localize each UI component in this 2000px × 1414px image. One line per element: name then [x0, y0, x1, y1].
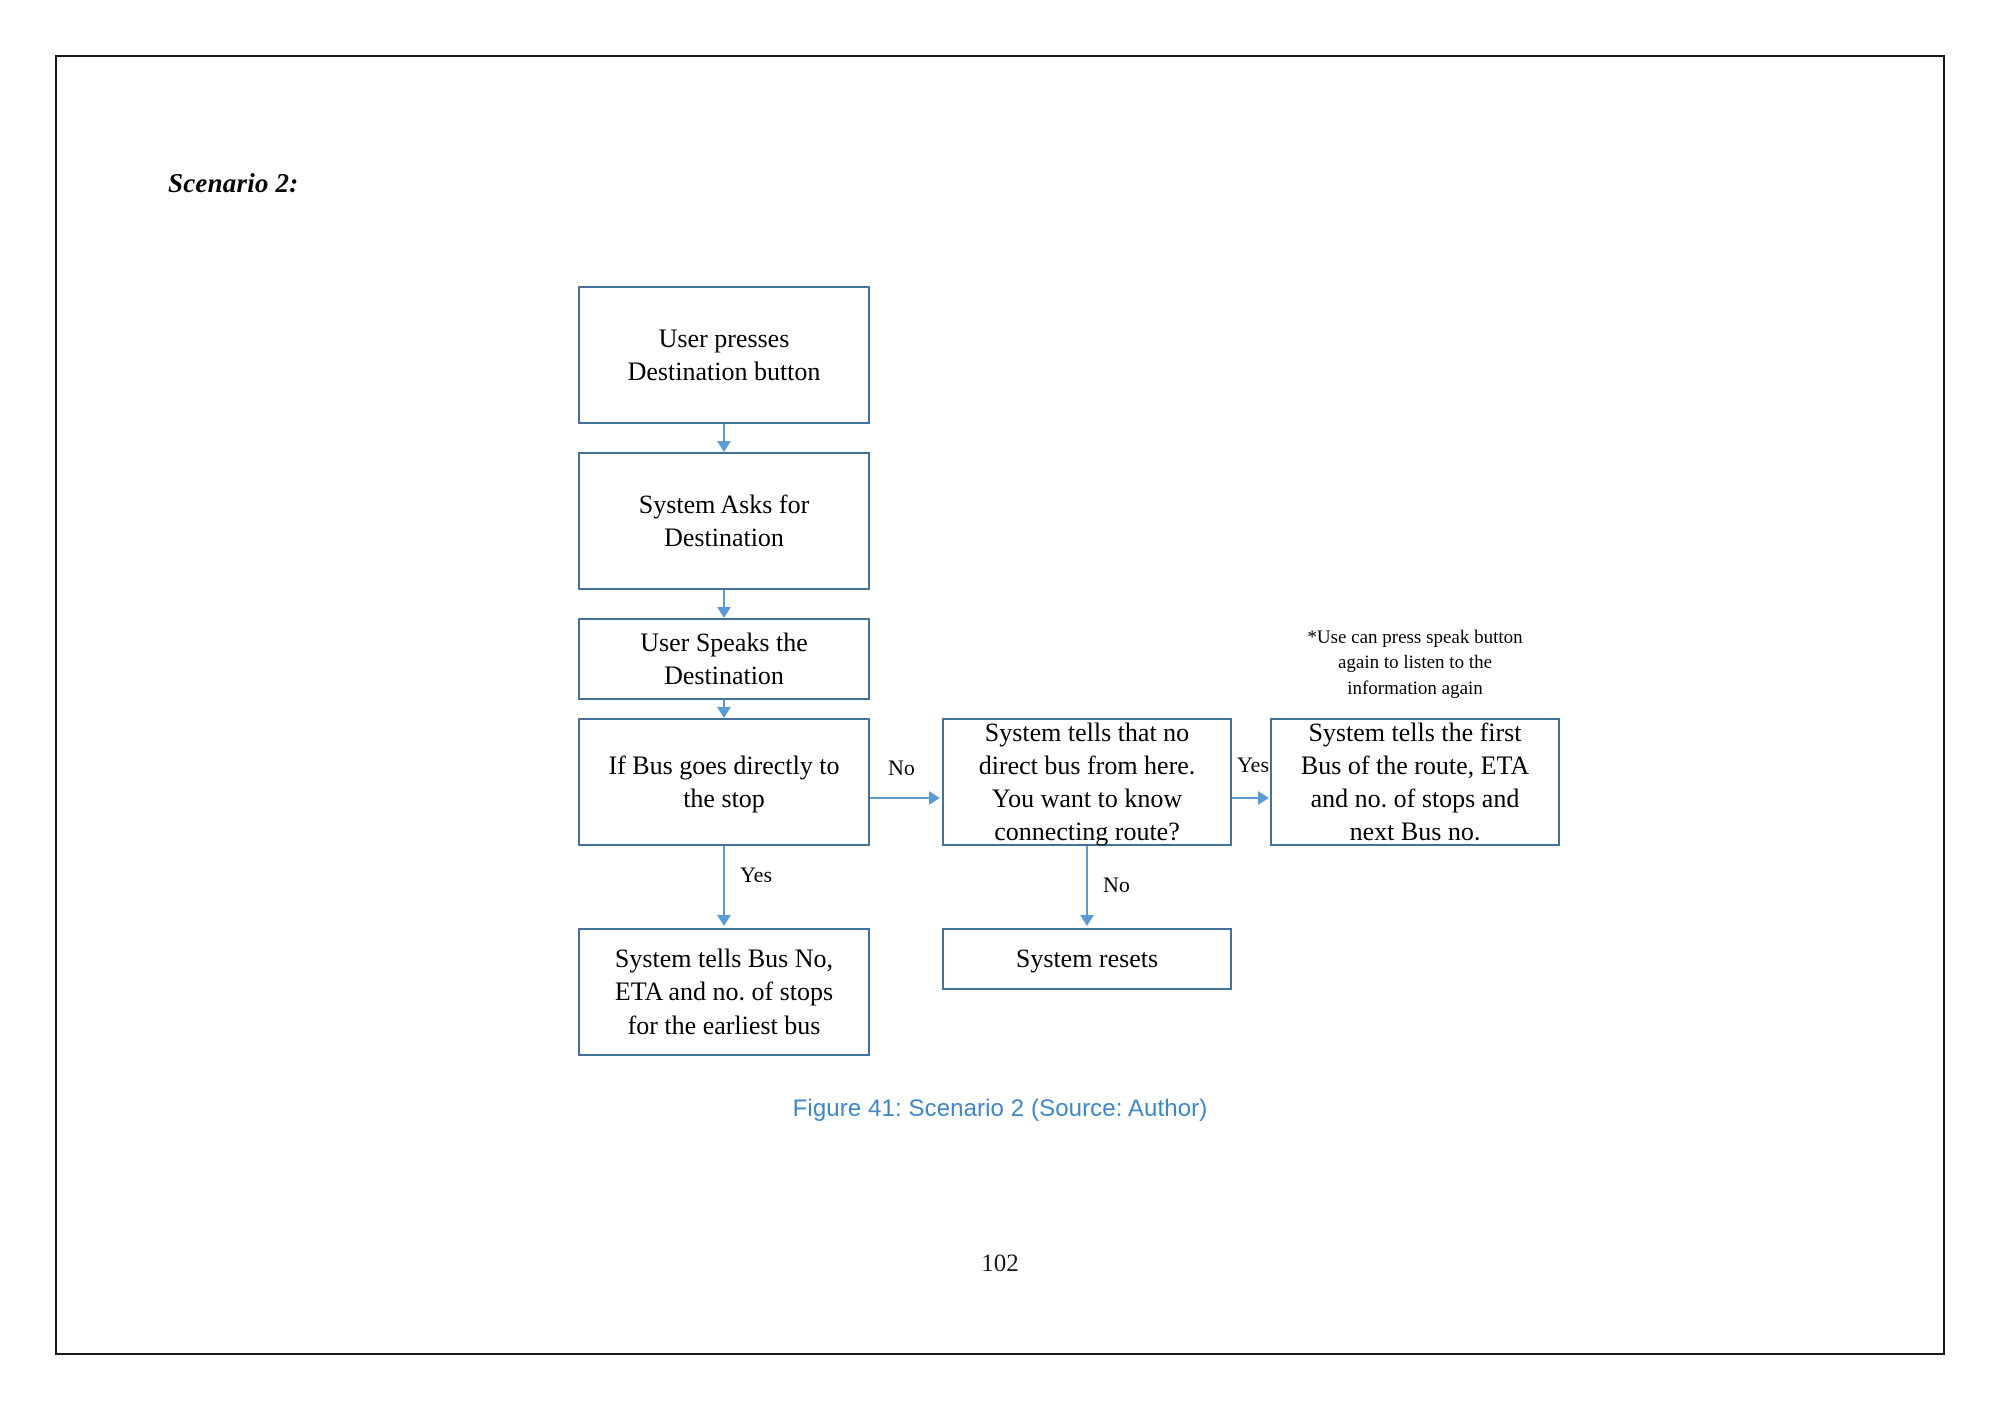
edge-label-yes-left: Yes [740, 862, 773, 887]
node-line: If Bus goes directly to [608, 750, 840, 780]
flow-node-system-asks[interactable]: System Asks for Destination [578, 452, 870, 590]
edge-label-no-top: No [888, 755, 915, 780]
node-line: You want to know [991, 784, 1183, 813]
connector-if-bus-direct-to-no-direct-bus [870, 797, 930, 799]
flow-node-user-speaks[interactable]: User Speaks the Destination [578, 618, 870, 700]
speak-button-annotation: *Use can press speak button again to lis… [1270, 625, 1560, 701]
page-sheet [55, 55, 1945, 1355]
arrowhead-down-icon [717, 707, 731, 718]
node-line: for the earliest bus [627, 1010, 821, 1040]
node-line: Destination button [627, 357, 821, 386]
arrowhead-right-icon [929, 791, 940, 805]
edge-label-no-middle: No [1103, 872, 1130, 897]
flow-node-no-direct-bus[interactable]: System tells that no direct bus from her… [942, 718, 1232, 846]
connector-system-asks-to-user-speaks [723, 590, 725, 608]
node-line: Destination [664, 661, 784, 690]
arrowhead-right-icon [1258, 791, 1269, 805]
flow-node-user-presses[interactable]: User presses Destination button [578, 286, 870, 424]
node-line: System Asks for [638, 489, 810, 519]
page-title: Scenario 2: [168, 168, 299, 198]
connector-if-bus-direct-to-tells-bus-no [723, 846, 725, 916]
node-line: System tells that no [984, 717, 1190, 747]
node-line: connecting route? [994, 817, 1180, 847]
node-line: next Bus no. [1349, 817, 1481, 847]
node-line: and no. of stops and [1310, 784, 1520, 813]
node-line: User Speaks the [640, 627, 808, 657]
note-line: information again [1347, 677, 1483, 699]
node-line: Destination [664, 523, 784, 552]
arrowhead-down-icon [1080, 915, 1094, 926]
arrowhead-down-icon [717, 441, 731, 452]
flow-node-if-bus-direct[interactable]: If Bus goes directly to the stop [578, 718, 870, 846]
node-line: direct bus from here. [978, 750, 1196, 780]
flow-node-first-bus-route[interactable]: System tells the first Bus of the route,… [1270, 718, 1560, 846]
node-line: System tells the first [1308, 717, 1522, 747]
flow-node-system-resets[interactable]: System resets [942, 928, 1232, 990]
arrowhead-down-icon [717, 915, 731, 926]
page-number: 102 [981, 1250, 1019, 1277]
note-line: again to listen to the [1337, 652, 1493, 674]
node-line: ETA and no. of stops [614, 977, 834, 1007]
arrowhead-down-icon [717, 607, 731, 618]
edge-label-yes-right: Yes [1237, 752, 1270, 777]
flow-node-tells-bus-no[interactable]: System tells Bus No, ETA and no. of stop… [578, 928, 870, 1056]
node-line: User presses [658, 323, 790, 353]
node-line: System tells Bus No, [614, 944, 834, 974]
connector-no-direct-bus-to-first-bus-route [1232, 797, 1259, 799]
connector-no-direct-bus-to-system-resets [1086, 846, 1088, 916]
note-line: *Use can press speak button [1307, 627, 1523, 648]
node-line: the stop [683, 784, 765, 813]
node-line: System resets [1015, 944, 1159, 974]
connector-user-speaks-to-if-bus-direct [723, 700, 725, 708]
node-line: Bus of the route, ETA [1300, 750, 1530, 780]
connector-user-presses-to-system-asks [723, 424, 725, 442]
figure-caption: Figure 41: Scenario 2 (Source: Author) [792, 1095, 1208, 1122]
